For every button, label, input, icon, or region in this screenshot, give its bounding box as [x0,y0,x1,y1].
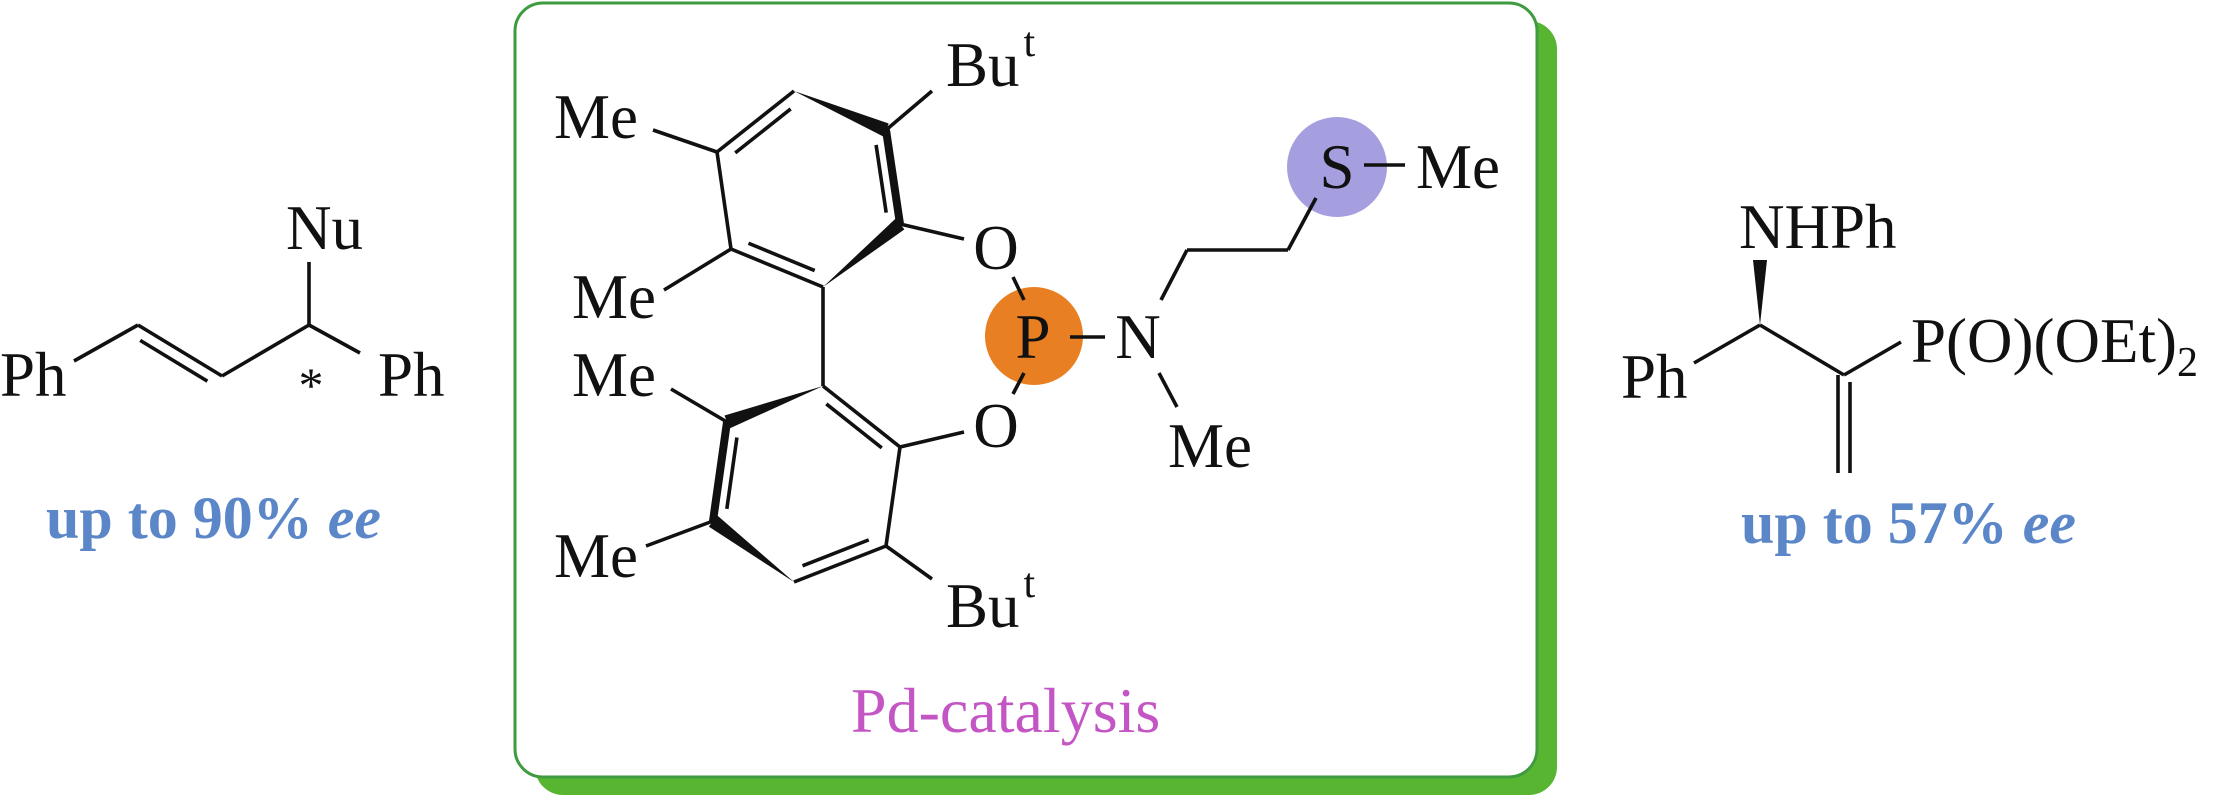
catalysis-caption: Pd-catalysis [851,675,1160,746]
me-label-1: Me [554,82,638,152]
bond-line [725,437,739,510]
tbu-top-main: Bu [946,30,1020,100]
bond-line [882,129,904,225]
bond-line [899,222,965,241]
right-ph-label: Ph [378,340,445,410]
bond-line [884,89,934,132]
phosphonate-label: P(O)(OEt)2 [1911,306,2198,386]
s-methyl-label: Me [1416,132,1500,202]
bond-line [73,323,139,363]
wedge-bond [708,515,794,582]
me-label-4: Me [554,521,638,591]
bond-line [308,323,361,355]
wedge-bond [823,218,905,287]
tbu-top-sup: t [1024,20,1036,66]
sulfur-highlight-circle [1287,117,1387,217]
bond-line [652,128,718,154]
bond-line [137,323,223,378]
tbu-label-bottom: But [946,561,1036,641]
n-methyl-label: Me [1168,411,1252,481]
bond-line [730,247,824,289]
bond-line [1159,249,1189,301]
phosphonate-subscript: 2 [2177,340,2198,386]
bond-line [709,421,731,522]
bond-line [825,402,883,450]
bond-line [1286,197,1318,251]
left-ee-value: up to 90% [46,485,313,551]
phosphorus-highlight-circle [985,287,1083,385]
bond-line [793,544,887,584]
bond-line [645,519,714,548]
bond-line [747,241,816,273]
left-product-structure: Ph Nu * Ph up to 90% ee [0,193,445,551]
tbu-bottom-main: Bu [946,571,1020,641]
stereocenter-asterisk: * [299,357,324,413]
right-ee-value: up to 57% [1741,490,2008,556]
oxygen-label-bottom: O [973,391,1019,461]
bond-line [884,446,902,547]
ligand-bonds [645,89,1405,584]
phosphonate-main: P(O)(OEt) [1911,306,2177,376]
bond-line [884,544,934,581]
bond-line [821,384,902,449]
bond-line [715,89,796,154]
wedge-bond [794,91,889,137]
bond-line [670,387,728,424]
left-ee-label: up to 90% ee [46,485,381,551]
bond-line [139,338,209,383]
bond-line [1011,276,1026,301]
nhph-label: NHPh [1739,192,1897,262]
bond-line [663,247,732,292]
tbu-label-top: But [946,20,1036,100]
phosphorus-label: P [1015,302,1050,372]
bond-line [715,151,733,250]
left-ph-label: Ph [0,340,67,410]
right-product-structure: NHPh Ph P(O)(OEt)2 up to 57% ee [1621,192,2198,556]
wedge-bond [1753,260,1767,325]
bond-line [1843,340,1902,377]
bond-line [221,323,310,378]
nu-label: Nu [286,193,363,263]
right-product-ph-label: Ph [1621,342,1688,412]
me-label-3: Me [572,340,656,410]
tbu-bottom-sup: t [1024,561,1036,607]
sulfur-label: S [1319,132,1354,202]
ligand-labels: Me Me Me Me But But O O P N Me S Me Pd-c… [554,20,1500,746]
bond-line [1011,372,1026,395]
bond-line [874,144,888,213]
left-ee-suffix: ee [328,485,381,551]
bond-line [801,538,870,568]
nitrogen-label: N [1115,302,1161,372]
bond-line [734,107,792,155]
bond-line [899,430,965,449]
oxygen-label-top: O [973,213,1019,283]
bond-line [1759,323,1845,377]
bond-line [1157,372,1179,408]
wedge-bond [724,386,823,429]
right-ee-label: up to 57% ee [1741,490,2076,556]
bond-line [1693,323,1761,365]
me-label-2: Me [572,262,656,332]
right-ee-suffix: ee [2023,490,2076,556]
ligand-box [513,1,1539,779]
